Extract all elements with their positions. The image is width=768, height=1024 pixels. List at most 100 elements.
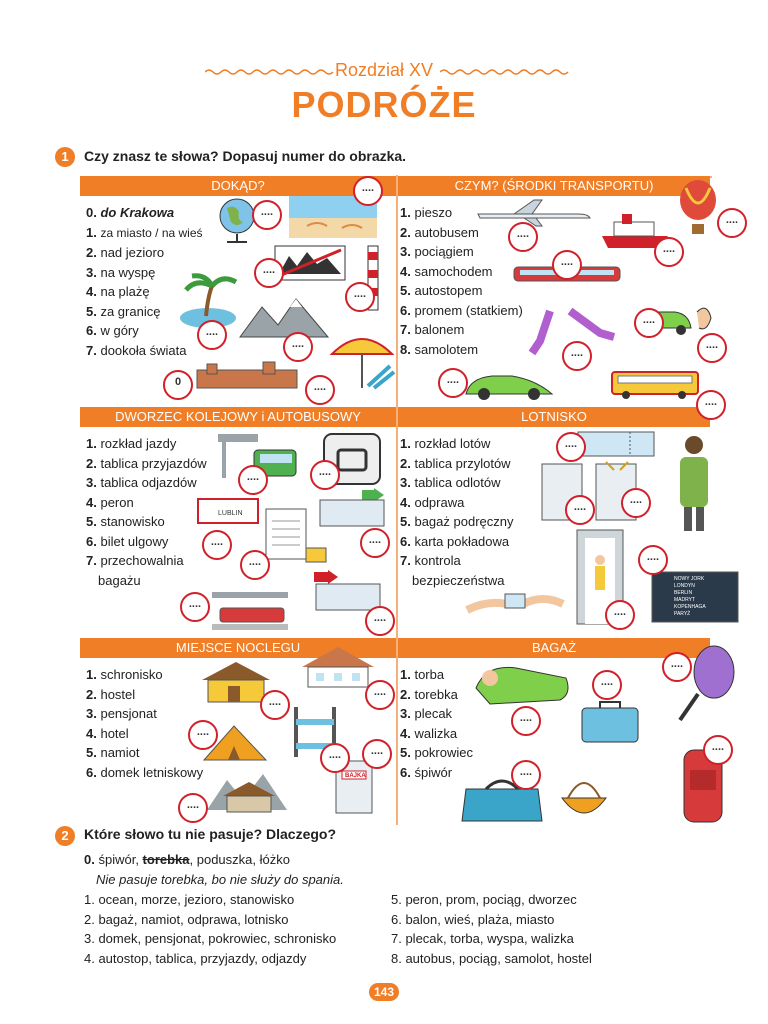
- bunk-bed-icon: [294, 707, 336, 757]
- ticket-city-label: LUBLIN: [218, 510, 243, 517]
- list-item: 1. rozkład jazdy: [86, 436, 177, 451]
- answer-badge[interactable]: ....: [252, 200, 282, 230]
- answer-badge[interactable]: ....: [305, 375, 335, 405]
- answer-badge[interactable]: ....: [188, 720, 218, 750]
- answer-badge[interactable]: ....: [180, 592, 210, 622]
- answer-badge-example[interactable]: 0: [163, 370, 193, 400]
- answer-badge[interactable]: ....: [696, 390, 726, 420]
- walking-legs-icon: [528, 307, 616, 356]
- sports-bag-icon: [461, 779, 543, 822]
- answer-badge[interactable]: ....: [552, 250, 582, 280]
- hot-air-balloon-icon: [680, 180, 716, 234]
- exercise-2-example: 0. śpiwór, torebka, poduszka, łóżko: [84, 852, 290, 867]
- list-czym: 1. pieszo 2. autobusem 3. pociągiem 4. s…: [400, 203, 523, 359]
- handbag-icon: [561, 782, 607, 814]
- panel-title-bagaz: BAGAŻ: [398, 638, 710, 658]
- departures-board-icon: [314, 570, 381, 611]
- globe-icon: [219, 198, 255, 243]
- list-item: 7. kontrola: [400, 553, 461, 568]
- answer-badge[interactable]: ....: [638, 545, 668, 575]
- border-sign-icon: [274, 245, 346, 281]
- answer-badge[interactable]: ....: [254, 258, 284, 288]
- lake-icon: [289, 196, 377, 238]
- list-item: 4. na plażę: [86, 284, 150, 299]
- answer-badge[interactable]: ....: [654, 237, 684, 267]
- flight-destination: NOWY JORK: [674, 576, 705, 582]
- answer-badge[interactable]: ....: [178, 793, 208, 823]
- page-number: 143: [369, 983, 399, 1001]
- answer-badge[interactable]: ....: [697, 333, 727, 363]
- exercise-1-number: 1: [55, 147, 75, 167]
- list-item: 3. domek, pensjonat, pokrowiec, schronis…: [84, 931, 337, 946]
- list-item: 2. nad jezioro: [86, 245, 165, 260]
- list-item: 4. hotel: [86, 725, 129, 741]
- panel-title-dworzec: DWORZEC KOLEJOWY i AUTOBUSOWY: [80, 407, 396, 427]
- answer-badge[interactable]: ....: [565, 495, 595, 525]
- list-item: 1. ocean, morze, jezioro, stanowisko: [84, 892, 295, 907]
- answer-badge[interactable]: ....: [662, 652, 692, 682]
- answer-badge[interactable]: ....: [508, 222, 538, 252]
- answer-badge[interactable]: ....: [240, 550, 270, 580]
- list-item: 2. hostel: [86, 686, 136, 702]
- list-item: 1. torba: [400, 667, 445, 682]
- summer-house-icon: [202, 662, 270, 703]
- answer-badge[interactable]: ....: [592, 670, 622, 700]
- answer-badge[interactable]: ....: [365, 606, 395, 636]
- list-dokad: 0. do Krakowa 1. za miasto / na wieś 2. …: [86, 203, 203, 360]
- list-item: bezpieczeństwa: [412, 572, 505, 588]
- answer-badge[interactable]: ....: [634, 308, 664, 338]
- answer-badge[interactable]: ....: [202, 530, 232, 560]
- list-item: 3. pociągiem: [400, 244, 474, 259]
- list-item: 1. rozkład lotów: [400, 436, 491, 451]
- answer-badge[interactable]: ....: [511, 706, 541, 736]
- answer-badge[interactable]: ....: [605, 600, 635, 630]
- hotel-sign: BAJKA: [345, 773, 366, 779]
- list-item: 6. balon, wieś, plaża, miasto: [391, 911, 555, 927]
- mountain-hostel-icon: [207, 774, 287, 813]
- list-item: 3. plecak: [400, 706, 453, 721]
- airplane-icon: [477, 199, 591, 227]
- answer-badge[interactable]: ....: [438, 368, 468, 398]
- answer-badge[interactable]: ....: [360, 528, 390, 558]
- answer-badge[interactable]: ....: [562, 341, 592, 371]
- tent-icon: [202, 725, 268, 761]
- arrivals-board-icon: [319, 488, 385, 527]
- answer-badge[interactable]: ....: [260, 690, 290, 720]
- panel-title-lotnisko: LOTNISKO: [398, 407, 710, 427]
- answer-badge[interactable]: ....: [283, 332, 313, 362]
- list-item: 3. tablica odlotów: [400, 475, 501, 490]
- answer-badge[interactable]: ....: [345, 282, 375, 312]
- small-bus-icon: [305, 547, 327, 563]
- page-title: PODRÓŻE: [291, 84, 477, 125]
- answer-badge[interactable]: ....: [353, 176, 383, 206]
- exercise-2-right-column: 5. peron, prom, pociąg, dworzec 6. balon…: [391, 890, 592, 968]
- train-ticket-icon: LUBLIN: [197, 498, 259, 524]
- decorative-wave-right: [440, 69, 569, 75]
- answer-badge[interactable]: ....: [703, 735, 733, 765]
- mountains-icon: [239, 298, 330, 338]
- list-item: 5. pokrowiec: [400, 745, 473, 760]
- answer-badge[interactable]: ....: [621, 488, 651, 518]
- answer-badge[interactable]: ....: [310, 460, 340, 490]
- list-item: 2. tablica przylotów: [400, 455, 511, 471]
- list-item: 7. przechowalnia: [86, 553, 184, 568]
- list-item: 4. peron: [86, 494, 134, 510]
- answer-badge[interactable]: ....: [556, 432, 586, 462]
- answer-badge[interactable]: ....: [365, 680, 395, 710]
- answer-badge[interactable]: ....: [511, 760, 541, 790]
- list-item: 1. pieszo: [400, 205, 453, 220]
- list-item: 7. balonem: [400, 322, 465, 337]
- list-item: bagażu: [98, 572, 141, 588]
- answer-badge[interactable]: ....: [717, 208, 747, 238]
- list-item: 8. autobus, pociąg, samolot, hostel: [391, 950, 592, 966]
- decorative-wave-left: [205, 69, 334, 75]
- list-item: 3. pensjonat: [86, 706, 157, 721]
- answer-badge[interactable]: ....: [197, 320, 227, 350]
- list-item: 4. samochodem: [400, 263, 493, 279]
- list-item: 7. dookoła świata: [86, 342, 187, 358]
- answer-badge[interactable]: ....: [320, 743, 350, 773]
- racket-cover-icon: [678, 645, 735, 722]
- list-item: 6. w góry: [86, 323, 139, 338]
- answer-badge[interactable]: ....: [238, 465, 268, 495]
- answer-badge[interactable]: ....: [362, 739, 392, 769]
